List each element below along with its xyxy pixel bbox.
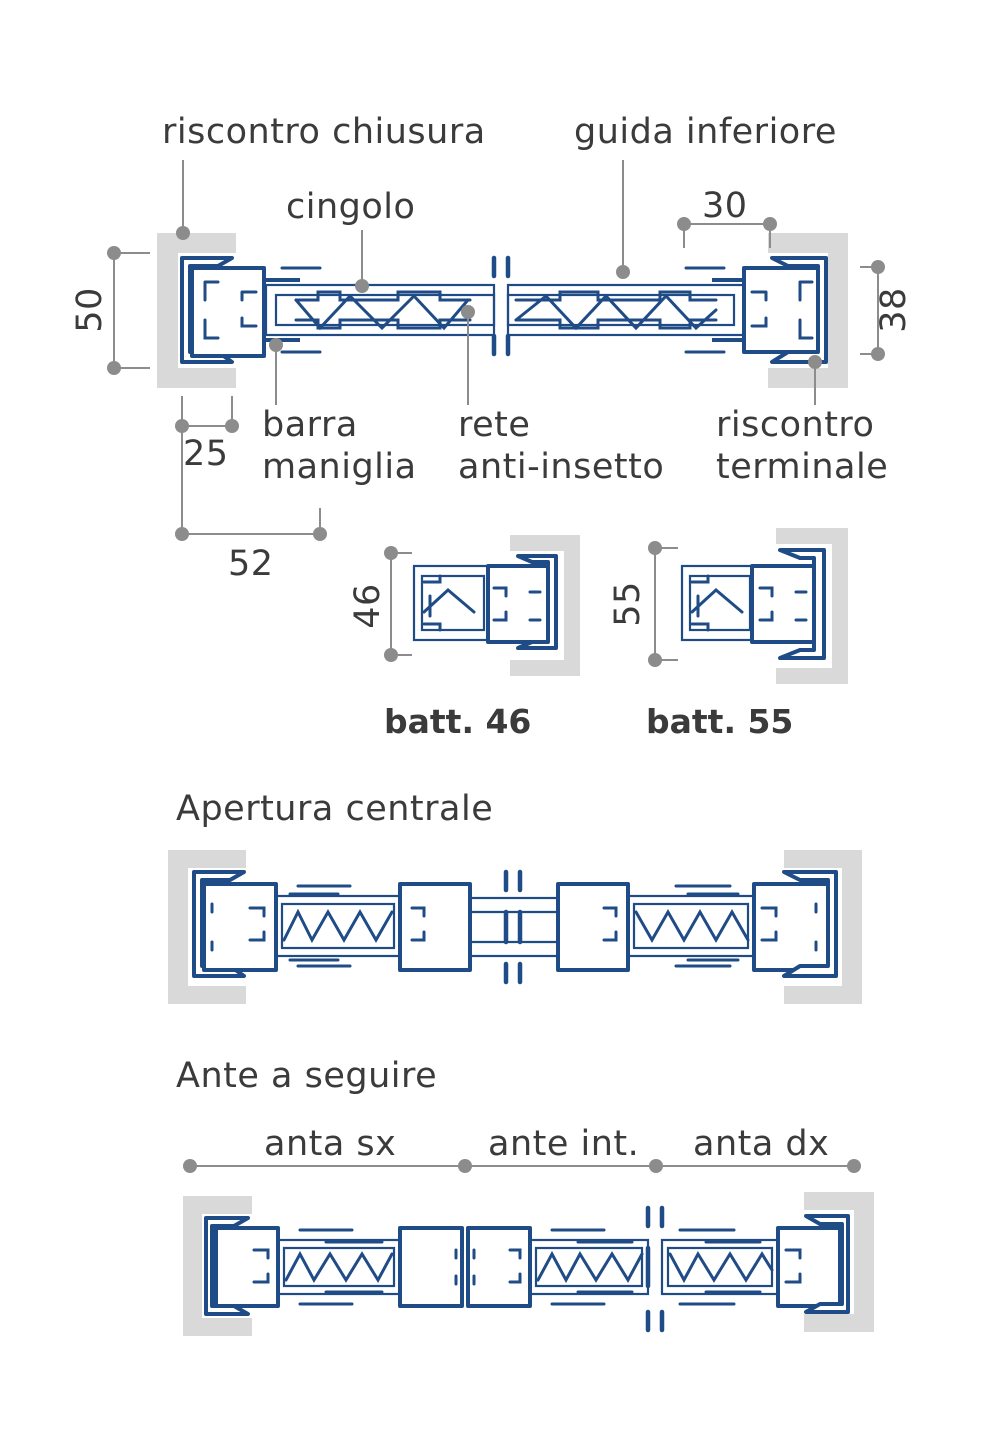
label-maniglia: maniglia [262, 447, 417, 487]
label-anta-sx: anta sx [264, 1124, 396, 1164]
dimension-lines [107, 160, 885, 541]
ante-a-seguire-diagram [183, 1192, 874, 1336]
label-dim-46: 46 [348, 583, 388, 629]
label-anti-insetto: anti-insetto [458, 447, 664, 487]
label-anta-dx: anta dx [693, 1124, 829, 1164]
mesh-right [514, 290, 718, 331]
label-dim-52: 52 [228, 544, 274, 584]
label-dim-55: 55 [608, 581, 648, 627]
label-batt-55: batt. 55 [646, 702, 793, 741]
label-guida-inferiore: guida inferiore [574, 112, 837, 152]
title-ante-a-seguire: Ante a seguire [176, 1056, 437, 1096]
label-dim-30: 30 [702, 186, 748, 226]
closing-counterpart-left [180, 256, 266, 364]
label-dim-25: 25 [183, 434, 229, 474]
break-mark-top [491, 255, 511, 357]
apertura-centrale-diagram [168, 850, 862, 1004]
batt-55-diagram: 55 batt. 55 [608, 528, 848, 741]
left-track [264, 266, 496, 354]
label-riscontro-chiusura: riscontro chiusura [162, 112, 486, 152]
label-dim-38: 38 [874, 287, 914, 333]
label-terminale: terminale [716, 447, 888, 487]
label-barra: barra [262, 405, 358, 445]
label-dim-50: 50 [70, 287, 110, 333]
label-riscontro: riscontro [716, 405, 874, 445]
label-rete: rete [458, 405, 530, 445]
title-apertura-centrale: Apertura centrale [176, 789, 493, 829]
right-track [506, 266, 746, 354]
batt-46-diagram: 46 batt. 46 [348, 535, 580, 741]
top-section-diagram: riscontro chiusura guida inferiore cingo… [70, 112, 914, 584]
label-cingolo: cingolo [286, 187, 415, 227]
label-batt-46: batt. 46 [384, 702, 531, 741]
terminal-counterpart-right [742, 256, 828, 364]
label-ante-int: ante int. [488, 1124, 639, 1164]
ante-a-seguire-dimensions: anta sx ante int. anta dx [183, 1124, 861, 1173]
mesh-left [294, 290, 472, 331]
left-wall [157, 233, 236, 388]
